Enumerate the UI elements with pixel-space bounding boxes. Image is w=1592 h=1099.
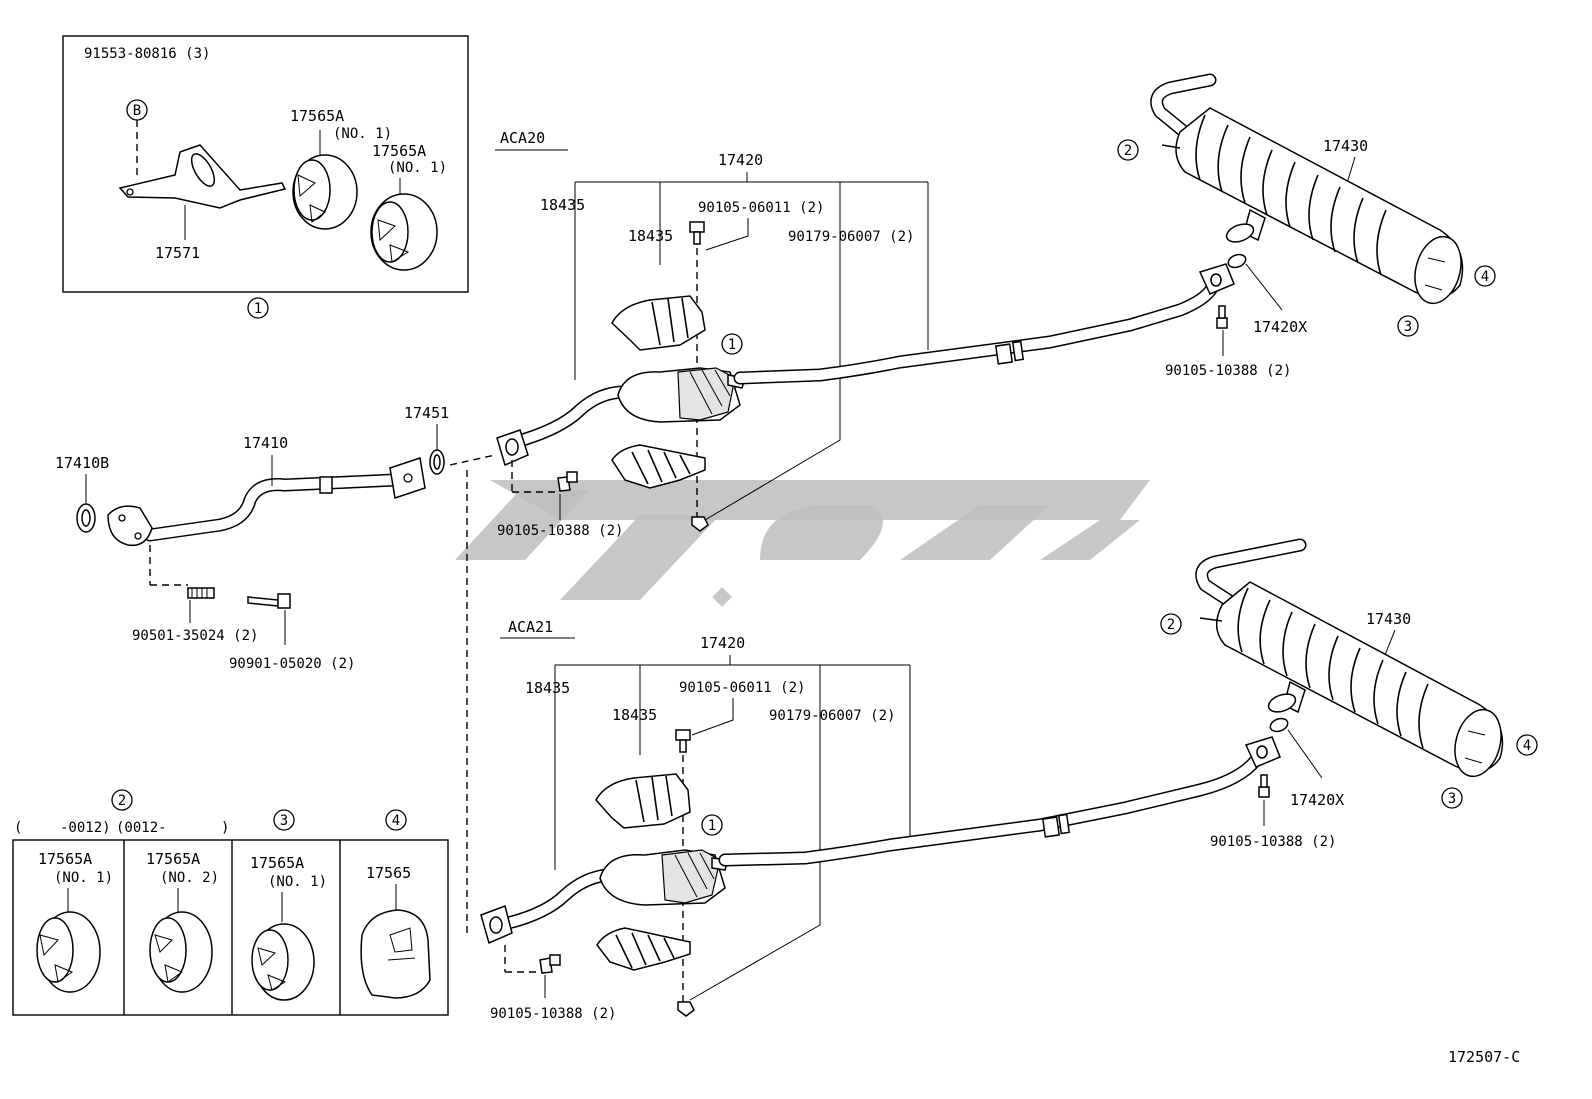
nut-icon [677,1001,695,1017]
svg-text:(NO. 1): (NO. 1) [268,874,327,890]
flange-bolt-label: 90105-10388 (2) [497,523,623,539]
svg-text:4: 4 [392,813,400,829]
svg-text:2: 2 [118,793,126,809]
model-label: ACA21 [508,618,553,636]
hanger-a-label: 17565A [290,107,344,125]
svg-text:-0012): -0012) [60,820,111,836]
svg-text:(NO. 1): (NO. 1) [54,870,113,886]
hanger-rubber-icon [149,911,213,993]
rear-bolt-label: 90105-10388 (2) [1165,363,1291,379]
pipe-flange [107,505,153,547]
svg-text:1: 1 [708,818,716,834]
hanger-rubber-icon [370,193,438,271]
bracket-part [118,144,287,209]
svg-text:4: 4 [1523,738,1531,754]
bolt-label: 90901-05020 (2) [229,656,355,672]
bolt-icon [557,471,578,492]
svg-text:2: 2 [1124,143,1132,159]
svg-text:(0012-: (0012- [116,820,167,836]
inset-hanger-variants: 2 ( -0012) (0012- ) 3 4 17565A (NO. 1) 1… [12,789,449,1016]
catalytic-converter [617,367,746,423]
svg-text:(NO. 1): (NO. 1) [388,160,447,176]
converter-label: 17420 [700,634,745,652]
bolt-icon [675,729,691,753]
heat-shield-lower [596,927,691,971]
bolt-a-label: 90105-06011 (2) [698,200,824,216]
spring-label: 90501-35024 (2) [132,628,258,644]
heat-shield-lower [611,444,706,489]
gasket2-label: 17451 [404,404,449,422]
svg-text:3: 3 [1404,319,1412,335]
cell-part-label: 17565A [250,854,304,872]
muffler [1150,73,1464,305]
muffler-label: 17430 [1366,610,1411,628]
nut-label: 90179-06007 (2) [769,708,895,724]
svg-text:B: B [133,103,141,119]
svg-text:(: ( [14,820,22,836]
gasket-ring [1227,253,1247,269]
cell-part-label: 17565 [366,864,411,882]
svg-text:1: 1 [728,337,736,353]
cell-part-label: 17565A [146,850,200,868]
gasket-label: 17410B [55,454,109,472]
hanger-rubber-icon [36,911,101,993]
converter-label: 17420 [718,151,763,169]
watermark-logo [455,480,1150,607]
flange-bolt-label: 90105-10388 (2) [490,1006,616,1022]
svg-text:(NO. 1): (NO. 1) [333,126,392,142]
catalytic-converter [599,849,729,906]
aca20-assembly: ACA20 17420 18435 18435 90105-06011 (2) … [495,73,1496,539]
gasket-ring [1269,717,1289,733]
bolt-label: 91553-80816 (3) [84,46,210,62]
svg-text:3: 3 [280,813,288,829]
aca21-assembly: ACA21 17420 18435 18435 90105-06011 (2) … [480,538,1538,1022]
gasket-label: 17420X [1290,791,1344,809]
pipe-label: 17410 [243,434,288,452]
muffler [1195,538,1504,778]
svg-text:4: 4 [1481,269,1489,285]
svg-text:): ) [221,820,229,836]
bolt-icon [1216,305,1228,329]
diagram-id: 172507-C [1448,1048,1520,1066]
bolt-icon [689,221,705,245]
svg-text:2: 2 [1167,617,1175,633]
bracket-label: 17571 [155,244,200,262]
spring-icon [187,587,215,599]
svg-text:1: 1 [254,301,262,317]
rear-bolt-label: 90105-10388 (2) [1210,834,1336,850]
hanger-b-label: 17565A [372,142,426,160]
bolt-icon [1258,774,1270,798]
shield-inner-label: 18435 [612,706,657,724]
shield-outer-label: 18435 [525,679,570,697]
hanger-rubber-icon [360,909,431,999]
cell-part-label: 17565A [38,850,92,868]
hanger-rubber-icon [251,923,315,1001]
svg-text:(NO. 2): (NO. 2) [160,870,219,886]
gasket-label: 17420X [1253,318,1307,336]
heat-shield-upper [611,295,706,351]
inset-bracket-group: 91553-80816 (3) B 17571 17565A (NO. 1) 1… [62,35,469,319]
heat-shield-upper [595,773,691,829]
bolt-icon [539,954,561,974]
muffler-label: 17430 [1323,137,1368,155]
svg-text:3: 3 [1448,791,1456,807]
model-label: ACA20 [500,129,545,147]
nut-icon [691,516,709,532]
bolt-icon [247,593,291,609]
front-pipe-group: 17410B 17410 17451 90501-35024 (2) 90901… [55,404,496,935]
marker-1 [247,297,269,319]
bolt-a-label: 90105-06011 (2) [679,680,805,696]
nut-label: 90179-06007 (2) [788,229,914,245]
hanger-rubber-icon [292,154,358,230]
shield-inner-label: 18435 [628,227,673,245]
shield-outer-label: 18435 [540,196,585,214]
